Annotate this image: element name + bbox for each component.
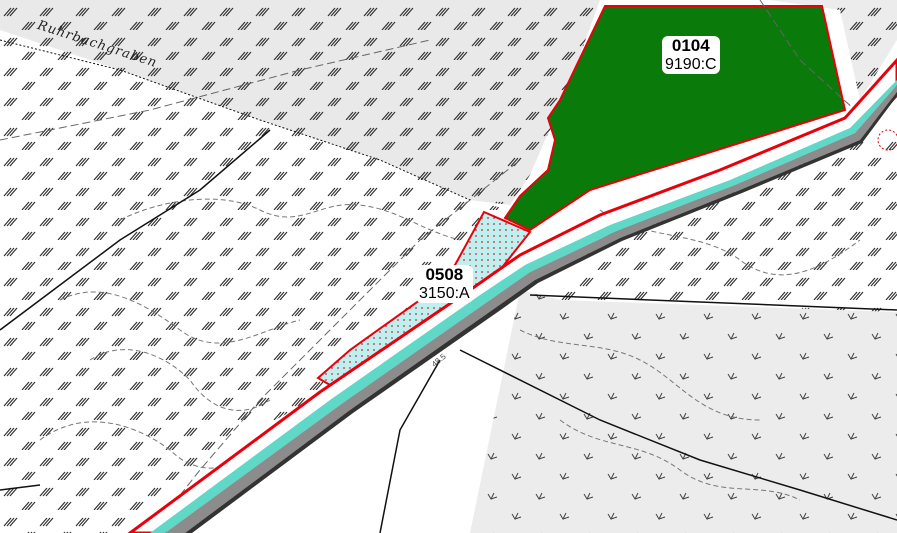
hatch-west: [0, 30, 510, 533]
parcel-0104-area[interactable]: [503, 5, 847, 232]
parcel-label-0104[interactable]: 0104 9190:C: [662, 36, 720, 74]
parcel-id: 0104: [671, 36, 710, 55]
road-corridor: [127, 57, 897, 533]
boundary-lines: [0, 129, 897, 533]
hatch-northeast: [770, 0, 897, 100]
parcel-code: 3150:A: [419, 285, 470, 302]
parcel-code: 9190:C: [665, 56, 717, 73]
parcel-id: 0508: [425, 265, 464, 284]
hatch-north: [0, 0, 600, 205]
hatch-east: [560, 130, 897, 312]
stream-line: [0, 39, 471, 201]
parcel-label-0508[interactable]: 0508 3150:A: [416, 265, 473, 303]
dashed-paths: [0, 0, 856, 533]
meadow-pattern-southeast: [470, 290, 897, 533]
